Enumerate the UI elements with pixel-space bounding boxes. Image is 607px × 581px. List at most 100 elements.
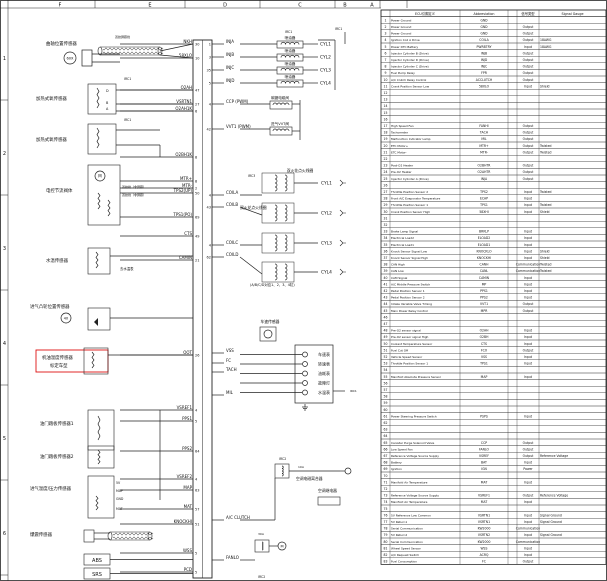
pedal-1-box xyxy=(87,409,115,451)
table-cell: BRKLP xyxy=(479,230,489,234)
o2-sensor-1-box xyxy=(87,83,117,115)
crank-shield xyxy=(106,47,112,51)
table-cell: Communication xyxy=(516,540,540,544)
injector-cylinder: CYL4 xyxy=(320,81,331,87)
hall-transistor-icon xyxy=(94,318,98,326)
table-cell: 46 xyxy=(384,315,388,319)
ecu-pin-name: VSREF2 xyxy=(177,474,193,479)
badge-60x: 60X xyxy=(66,57,74,61)
table-cell: GND xyxy=(480,18,488,22)
table-row xyxy=(380,445,607,453)
ecu-pin-number: 47 xyxy=(195,89,199,93)
ecu-pin-number: 4 xyxy=(209,194,212,198)
motor-letter: M xyxy=(280,545,283,549)
ignition-coil-box xyxy=(261,261,295,283)
table-cell: Reference Voltage Source Supply xyxy=(391,494,439,498)
ecu-pin-number: 4 xyxy=(195,478,198,482)
table-cell: 56 xyxy=(384,381,388,385)
relay-tag: IRC2 xyxy=(258,575,265,579)
border-letter: A xyxy=(370,3,374,9)
table-cell: 48 xyxy=(384,329,388,333)
table-cell: Power Ground xyxy=(391,32,411,36)
ecu-pin-name: VSREF1 xyxy=(177,405,193,410)
table-cell: 55 xyxy=(384,375,388,379)
table-cell: Throttle Position Sensor 1 xyxy=(390,203,428,207)
table-cell: VSRTN2 xyxy=(478,533,490,537)
table-cell: 6 xyxy=(385,51,387,55)
table-row xyxy=(380,386,607,393)
table-cell: Output xyxy=(523,348,535,352)
sensor-label-pedal-1: 油门踏板传感器1 xyxy=(40,420,74,427)
table-cell: 22 xyxy=(384,157,388,161)
table-row xyxy=(380,531,607,539)
table-cell: Front A/C Evaporator Temperature xyxy=(391,197,441,201)
table-cell: Input xyxy=(524,375,533,379)
table-cell: 8 xyxy=(385,65,387,69)
table-cell: Output xyxy=(523,78,535,82)
table-row xyxy=(380,465,607,473)
coolant-sensor-box xyxy=(87,247,111,275)
ecu-pin-number: 42 xyxy=(207,128,211,132)
table-cell: ETC Motor+ xyxy=(391,144,409,148)
cluster-item: 故障灯 xyxy=(318,380,330,386)
table-cell: 38 xyxy=(384,263,388,267)
ecu-pin-number: 27 xyxy=(195,103,199,107)
tps-resistor-icon xyxy=(97,192,101,210)
table-cell: CANL xyxy=(480,269,489,273)
border-number: 2 xyxy=(3,151,6,157)
table-cell: Twisted xyxy=(539,190,551,194)
table-cell: Twisted xyxy=(539,144,551,148)
knock-shield xyxy=(144,536,150,540)
border-letter: C xyxy=(298,3,302,9)
table-cell: ELOAD2 xyxy=(478,236,490,240)
table-cell: High Speed Fan xyxy=(391,124,414,128)
table-cell: CTS xyxy=(481,342,487,346)
table-cell: Output xyxy=(523,32,535,36)
ecu-pin-number: 4 xyxy=(209,103,212,107)
coil-2-label: 双火花点火线圈 xyxy=(240,205,267,210)
injector-coil-icon xyxy=(280,41,300,45)
twist-note: 双绞线（非屏蔽） xyxy=(122,192,146,197)
ecu-pin-name: FC xyxy=(226,358,231,363)
injector-box xyxy=(276,79,304,88)
table-cell: Tachometer xyxy=(390,131,409,135)
knock-shield xyxy=(116,532,122,536)
ecu-pin-name: VSRTN1 xyxy=(176,99,192,104)
table-cell: Output xyxy=(523,131,535,135)
table-cell: Power Ground xyxy=(391,18,411,22)
table-cell: 73 xyxy=(384,494,388,498)
ecu-pin-number: 4 xyxy=(195,409,198,413)
crank-shield xyxy=(138,47,144,51)
border-letter: B xyxy=(343,3,347,9)
vvt-coil-icon xyxy=(272,128,290,132)
border-letter: F xyxy=(59,3,62,9)
knock-shield xyxy=(140,536,146,540)
sensor-label-etc: 电控节流阀体 xyxy=(46,187,73,194)
table-cell: 52 xyxy=(384,355,388,359)
table-cell: 5 xyxy=(385,45,387,49)
table-cell: 10 xyxy=(384,78,388,82)
table-cell: A/C Middle Pressure Switch xyxy=(391,282,430,286)
ecu-pin-name: MIL xyxy=(226,390,234,395)
table-cell: Battery xyxy=(391,461,402,465)
table-cell: Crank Position Sensor High xyxy=(391,210,430,214)
knock-shield xyxy=(148,532,154,536)
table-row xyxy=(380,485,607,492)
table-cell: FANLO xyxy=(479,447,490,451)
table-cell: KW2000 xyxy=(478,527,491,531)
table-cell: Pedal Position Sensor 2 xyxy=(391,296,425,300)
table-cell: Input xyxy=(524,190,533,194)
table-cell: 39 xyxy=(384,269,388,273)
table-cell: Input xyxy=(524,296,533,300)
table-cell: Fuel Pump Relay xyxy=(391,71,415,75)
table-cell: 37 xyxy=(384,256,388,260)
sensor-label-oil-temp: 机油温度传感器 xyxy=(42,354,73,361)
table-cell: ACRQ xyxy=(480,553,489,557)
table-cell: TPS1 xyxy=(479,362,488,366)
table-cell: Input xyxy=(524,553,533,557)
ecu-pin-number: 43 xyxy=(207,206,211,210)
table-row xyxy=(380,221,607,228)
table-cell: VVT1 xyxy=(480,302,488,306)
table-cell: Injector Cylinder D (Drive) xyxy=(391,58,429,62)
table-cell: COILA xyxy=(479,38,489,42)
